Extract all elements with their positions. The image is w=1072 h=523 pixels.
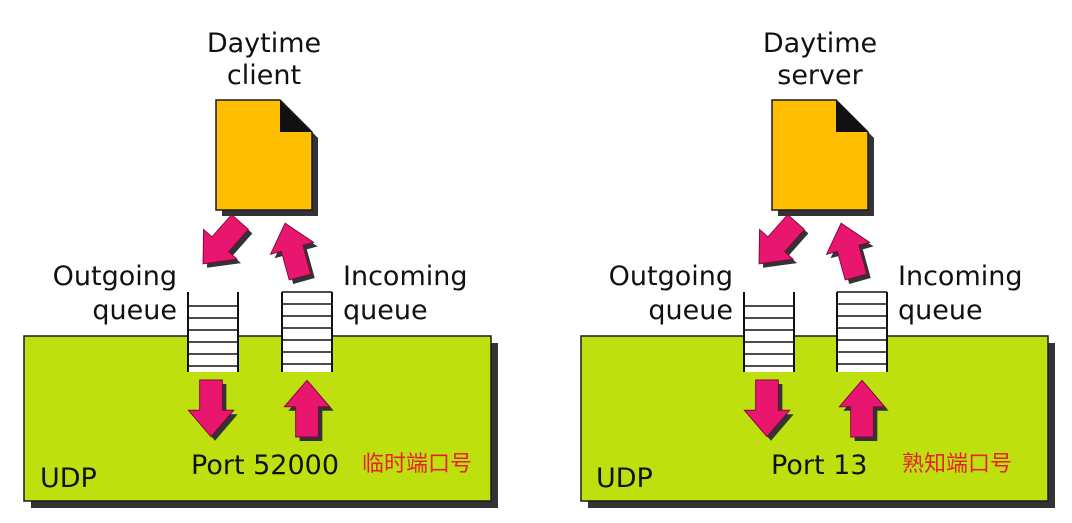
arrow-icon (825, 222, 874, 284)
outgoing-queue-label: Outgoing (53, 261, 177, 292)
arrow-icon (269, 222, 318, 284)
process-name: Daytime (207, 28, 321, 59)
port-annotation: 临时端口号 (362, 452, 472, 477)
incoming-queue-label: queue (898, 295, 983, 326)
queue-icon (836, 291, 888, 372)
queue-icon (281, 291, 333, 372)
server-panel: Daytime server Outgoing queue Incoming q… (580, 28, 1055, 508)
process-name: client (227, 60, 301, 91)
outgoing-queue-label: queue (92, 295, 177, 326)
arrow-icon (758, 213, 809, 268)
document-icon (215, 99, 318, 216)
queue-icon (187, 292, 239, 372)
process-name: Daytime (763, 28, 877, 59)
protocol-label: UDP (40, 463, 97, 494)
incoming-queue-label: Incoming (898, 261, 1023, 292)
port-annotation: 熟知端口号 (902, 452, 1012, 477)
arrow-icon (187, 379, 238, 441)
port-label: Port 52000 (191, 450, 339, 481)
document-icon (771, 99, 874, 216)
queue-icon (743, 292, 795, 372)
udp-box (23, 335, 492, 502)
udp-box (580, 335, 1049, 502)
arrow-icon (283, 379, 334, 441)
outgoing-queue-label: Outgoing (609, 261, 733, 292)
incoming-queue-label: queue (343, 295, 428, 326)
protocol-label: UDP (596, 463, 653, 494)
outgoing-queue-label: queue (648, 295, 733, 326)
client-panel: Daytime client Outgoing queue Incoming q… (23, 28, 498, 508)
process-name: server (777, 60, 863, 91)
port-label: Port 13 (771, 450, 867, 481)
arrow-icon (202, 213, 253, 268)
incoming-queue-label: Incoming (343, 261, 468, 292)
